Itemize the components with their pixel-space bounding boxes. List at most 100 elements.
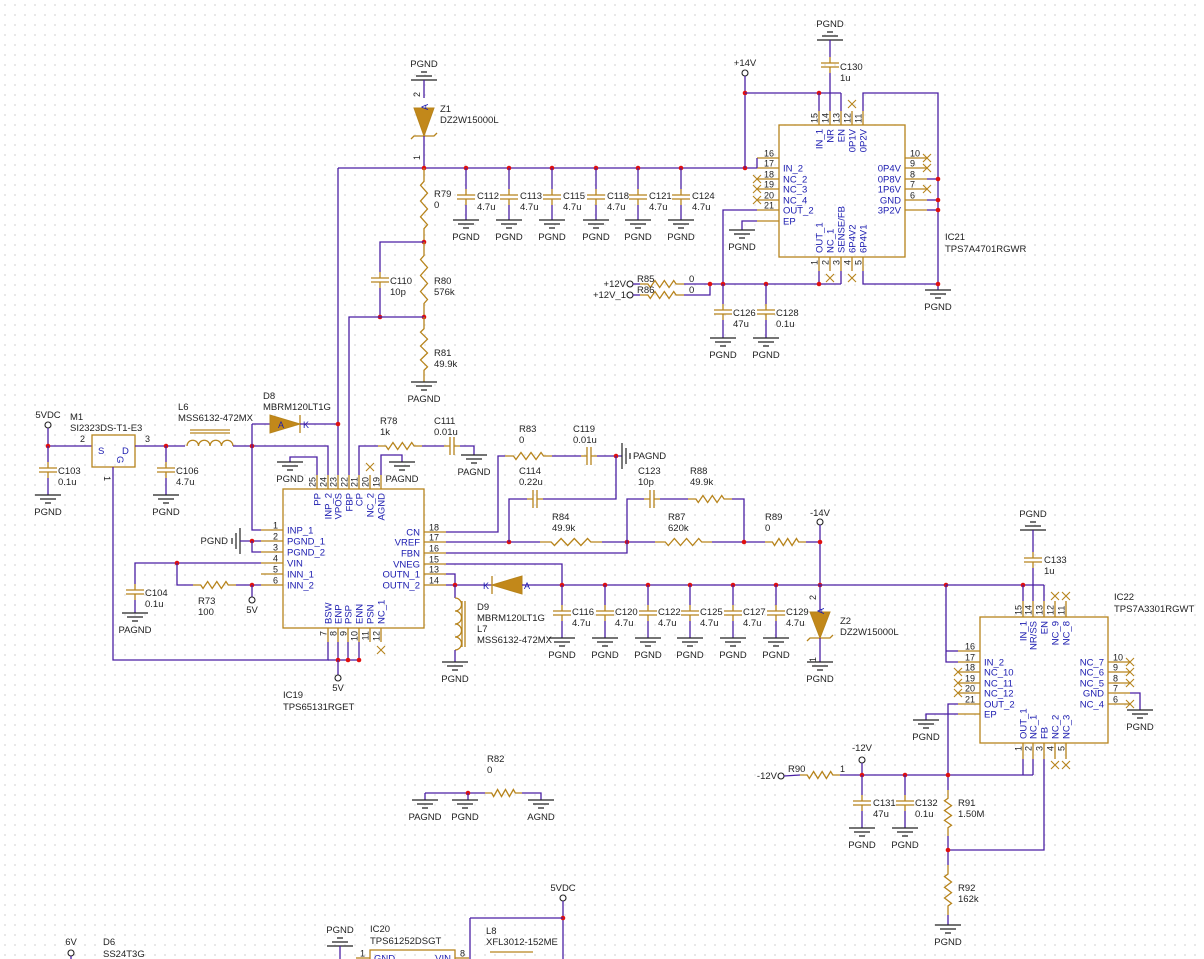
- component-ref: C120: [615, 607, 638, 618]
- ground-icon: [539, 219, 565, 229]
- component-ref: R84: [552, 512, 569, 523]
- no-connect-mark: [953, 667, 963, 677]
- component-value: 4.7u: [563, 202, 582, 213]
- component-value: 0: [689, 274, 694, 285]
- wire: [289, 456, 318, 475]
- pin-number: 24: [319, 477, 329, 487]
- ground-icon: [1020, 521, 1046, 531]
- pin-name: OUT_2: [984, 700, 1015, 711]
- pin-number: 14: [429, 576, 439, 586]
- pin-name: VIN: [287, 559, 303, 570]
- wire: [251, 541, 261, 553]
- ground-label: PGND: [762, 650, 790, 661]
- pin-number: 16: [764, 149, 774, 159]
- ground-icon: [817, 31, 843, 41]
- ground-label: PGND: [912, 732, 940, 743]
- pin-number: 15: [429, 555, 439, 565]
- wire: [684, 284, 711, 296]
- pin-number: 10: [910, 149, 920, 159]
- no-connect-mark: [752, 174, 762, 184]
- pin-name: OUT_1: [815, 222, 826, 253]
- component-ref: L6: [178, 402, 189, 413]
- ground-icon: [913, 719, 939, 729]
- pin-number: 7: [910, 180, 915, 190]
- ground-label: PGND: [816, 19, 844, 30]
- net-label-v5: 5V: [332, 683, 344, 694]
- ground-label: PGND: [452, 232, 480, 243]
- component-value: 0.1u: [58, 477, 77, 488]
- pin-name: NC_9: [1051, 621, 1062, 645]
- wire: [446, 563, 563, 585]
- resistor-symbol: [193, 580, 236, 590]
- component-value: 10p: [638, 477, 654, 488]
- resistor-symbol: [419, 317, 429, 382]
- component-ref: M1: [70, 412, 83, 423]
- ground-label: PGND: [410, 59, 438, 70]
- pin-name: PSP: [344, 605, 355, 624]
- no-connect-mark: [922, 163, 932, 173]
- wire: [380, 454, 403, 475]
- capacitor-symbol: [1024, 552, 1042, 568]
- power-port-icon: [44, 421, 52, 429]
- pin-name: NC_1: [826, 229, 837, 253]
- component-value: SI2323DS-T1-E3: [70, 423, 142, 434]
- pin-number: 8: [460, 949, 465, 959]
- pin-number: 20: [965, 684, 975, 694]
- ic-body-ic20: [369, 949, 456, 959]
- pin-number: 1: [840, 764, 845, 774]
- ground-label: PGND: [719, 650, 747, 661]
- ground-label: AGND: [527, 812, 555, 823]
- component-ref: R87: [668, 512, 685, 523]
- ground-icon: [763, 637, 789, 647]
- pin-name: CN: [406, 528, 420, 539]
- pin-name: NC_11: [984, 679, 1013, 690]
- ground-icon: [849, 827, 875, 837]
- pin-name: NC_7: [1080, 658, 1104, 669]
- pin-number: 3: [1035, 746, 1045, 751]
- pin-number: 6: [273, 576, 278, 586]
- pin-name: 0P4V: [878, 164, 902, 175]
- pin-number: 8: [1113, 674, 1118, 684]
- net-label-p14v: +14V: [734, 58, 757, 69]
- ic-ref: IC22: [1114, 592, 1134, 603]
- pin-name: 0P1V: [848, 128, 859, 152]
- pin-name: VPOS: [334, 493, 345, 519]
- pin-number: 20: [764, 191, 774, 201]
- component-ref: R89: [765, 512, 782, 523]
- junction-dot: [935, 207, 941, 213]
- diode-symbol: [269, 414, 302, 434]
- pin-number: 21: [965, 695, 975, 705]
- capacitor-symbol: [853, 795, 871, 811]
- component-value: 0: [765, 523, 770, 534]
- pin-number: 12: [1046, 605, 1056, 615]
- capacitor-symbol: [629, 189, 647, 205]
- junction-dot: [945, 772, 951, 778]
- component-ref: C121: [649, 191, 672, 202]
- pin-name: EP: [783, 217, 796, 228]
- no-connect-mark: [1125, 667, 1135, 677]
- capacitor-symbol: [527, 490, 543, 508]
- ground-label: PGND: [582, 232, 610, 243]
- net-label-v6: 6V: [65, 937, 77, 948]
- wire: [460, 445, 475, 455]
- pin-name: INP_1: [287, 526, 313, 537]
- component-value: 49.9k: [690, 477, 713, 488]
- pin-letter: K: [303, 420, 309, 430]
- pin-number: 19: [965, 674, 975, 684]
- pin-name: PGND_1: [287, 537, 325, 548]
- wire: [925, 713, 958, 720]
- resistor-symbol: [943, 790, 953, 836]
- ground-icon: [925, 289, 951, 299]
- pin-name: BSW: [324, 602, 335, 624]
- pin-name: VREF: [395, 538, 421, 549]
- pin-number: 16: [965, 642, 975, 652]
- pin-name: NR/SS: [1029, 621, 1040, 650]
- component-value: 4.7u: [649, 202, 668, 213]
- ground-label: PAGND: [385, 474, 418, 485]
- ic-ref: IC21: [945, 232, 965, 243]
- ground-label: PGND: [752, 350, 780, 361]
- no-connect-mark: [922, 184, 932, 194]
- ground-icon: [411, 381, 437, 391]
- pin-name: IN_2: [984, 658, 1004, 669]
- power-port-icon: [741, 69, 749, 77]
